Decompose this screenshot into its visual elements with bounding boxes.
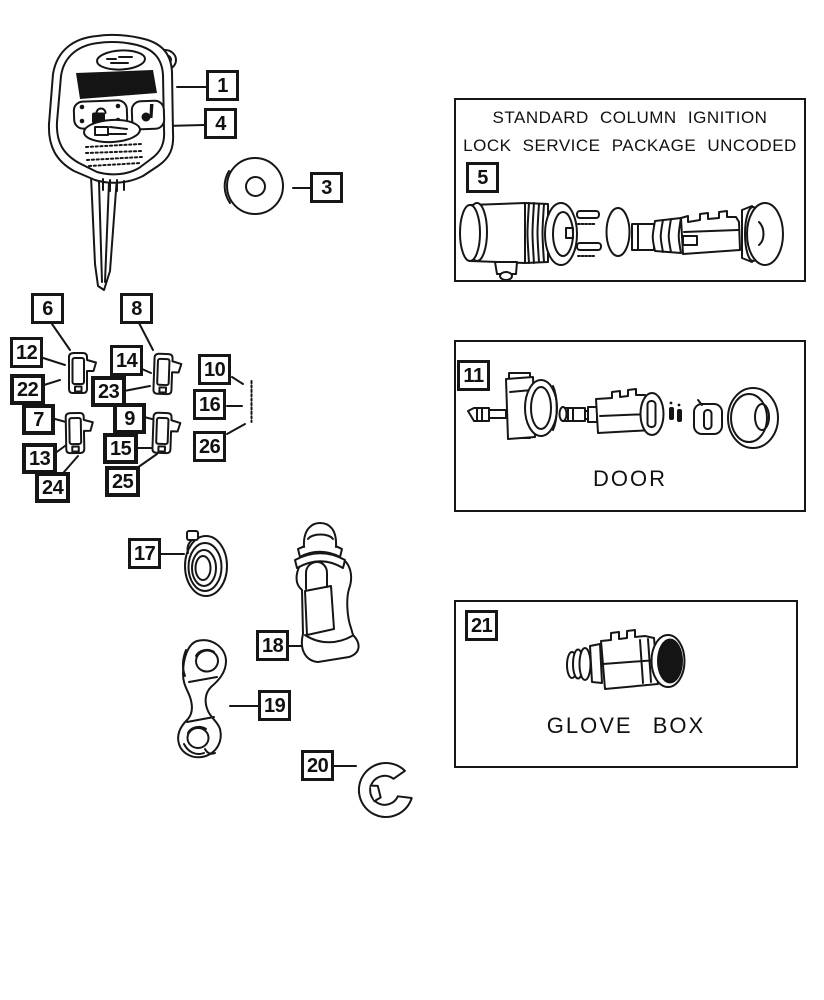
callout-10: 10: [198, 354, 232, 385]
callout-7: 7: [22, 404, 55, 435]
callout-12: 12: [10, 337, 44, 368]
remote-key-illustration: [47, 33, 177, 291]
glove-box-panel: [454, 600, 798, 768]
callout-11: 11: [457, 360, 490, 391]
callout-20: 20: [301, 750, 335, 781]
ignition-panel-title: STANDARD COLUMN IGNITION LOCK SERVICE PA…: [456, 104, 804, 160]
callout-8: 8: [120, 293, 153, 324]
door-lock-exploded-illustration: [467, 372, 779, 449]
washer-illustration: [223, 157, 284, 215]
callout-26: 26: [193, 431, 227, 462]
callout-24: 24: [35, 472, 71, 503]
door-panel-label: DOOR: [593, 466, 667, 491]
callout-25: 25: [105, 466, 141, 497]
callout-13: 13: [22, 443, 58, 474]
glove-box-panel-label: GLOVE BOX: [546, 713, 706, 738]
ignition-title-line1: STANDARD COLUMN IGNITION: [492, 108, 768, 127]
callout-17: 17: [128, 538, 162, 569]
callout-18: 18: [256, 630, 290, 661]
callout-15: 15: [103, 433, 139, 464]
callout-3: 3: [310, 172, 343, 203]
callout-22: 22: [10, 374, 46, 405]
lock-link-illustration: [177, 639, 227, 759]
e-clip-illustration: [357, 762, 413, 819]
callout-5: 5: [466, 162, 499, 193]
callout-16: 16: [193, 389, 227, 420]
return-spring-illustration: [184, 530, 228, 597]
ignition-lock-exploded-illustration: [459, 202, 784, 281]
callout-6: 6: [31, 293, 64, 324]
callout-1: 1: [206, 70, 239, 101]
callout-14: 14: [110, 345, 144, 376]
ignition-package-panel: [454, 98, 806, 282]
callout-23: 23: [91, 376, 127, 407]
ignition-title-line2: LOCK SERVICE PACKAGE UNCODED: [463, 136, 797, 155]
callout-4: 4: [204, 108, 237, 139]
lock-lever-illustration: [294, 522, 360, 663]
glove-box-cylinder-illustration: [566, 629, 686, 690]
callout-21: 21: [465, 610, 499, 641]
callout-9: 9: [113, 403, 146, 434]
door-lock-panel: [454, 340, 806, 512]
callout-19: 19: [258, 690, 292, 721]
